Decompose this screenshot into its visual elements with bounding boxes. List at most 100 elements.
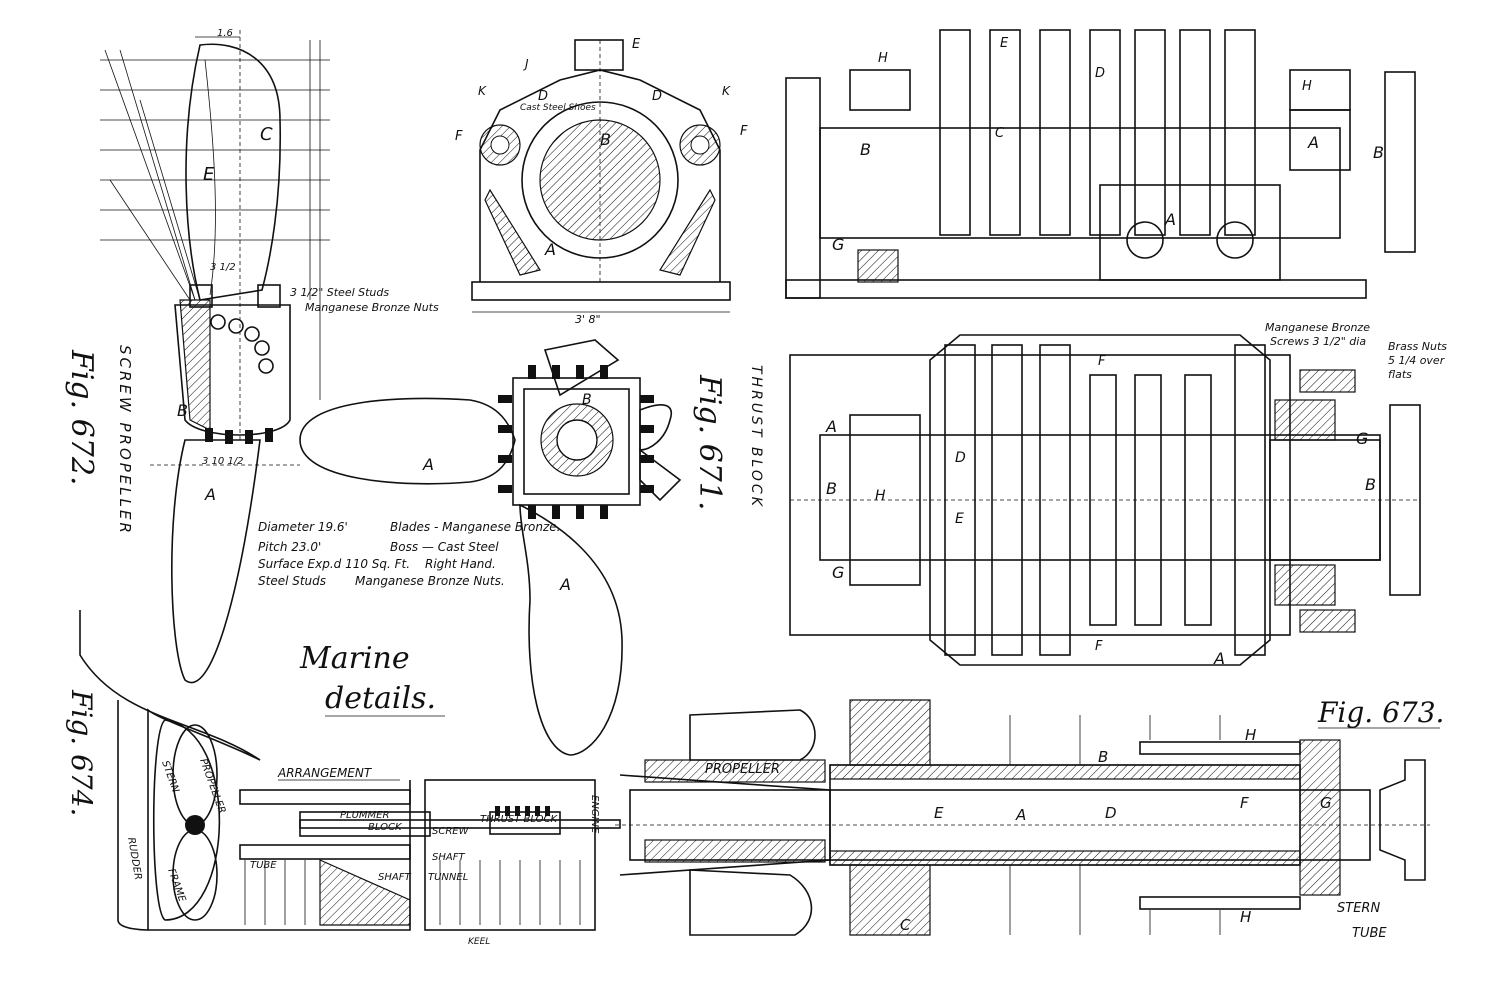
plan-label-e: E [955, 511, 964, 527]
plan-label-b: B [1365, 475, 1376, 494]
stern-label-a: A [1015, 806, 1026, 824]
spec-boss: Boss — Cast Steel [390, 540, 499, 554]
elev-label-a: A [1164, 210, 1176, 229]
thrust-label-d: D [538, 89, 548, 104]
arr-frame: FRAME [165, 867, 187, 904]
thrust-label-a: A [544, 240, 556, 259]
stern-label-h: H [1245, 726, 1256, 744]
boss-label-b: B [582, 392, 592, 408]
part-label-c: C [260, 124, 273, 145]
sheet-title-details: details. [325, 681, 436, 716]
elev-label-d: D [1095, 66, 1105, 81]
thrust-block-elevation [785, 29, 1416, 299]
arr-thrust-block: THRUST BLOCK [480, 814, 559, 825]
arr-rudder: RUDDER [125, 837, 143, 881]
nuts-over-note: 5 1/4 over [1388, 354, 1446, 367]
shafting-arrangement [79, 610, 621, 931]
arr-tube: TUBE [250, 860, 277, 871]
thrust-label-f: F [455, 129, 463, 144]
thrust-label-e: E [632, 37, 641, 52]
screws-note: Screws 3 1/2" dia [1270, 335, 1366, 348]
plan-label-f: F [1098, 354, 1106, 369]
dimension-label: 1.6 [217, 28, 233, 39]
stern-label-c: C [900, 916, 911, 934]
plan-label-f: F [1095, 639, 1103, 654]
figure-label-672: Fig. 672. [64, 349, 99, 485]
thrust-label-f: F [740, 124, 748, 139]
part-label-e: E [203, 164, 215, 185]
plan-label-b: B [826, 479, 837, 498]
figure-label-673: Fig. 673. [1317, 696, 1444, 729]
thrust-block-plan [789, 334, 1421, 666]
spec-hand: Right Hand. [425, 557, 496, 571]
stern-label-e: E [934, 804, 944, 822]
arr-shaft: SHAFT [378, 872, 411, 883]
nuts-flats-note: flats [1388, 368, 1412, 381]
dimension-label: 3 1/2 [210, 262, 236, 273]
arr-shaft: SHAFT [432, 852, 465, 863]
blade-label-a: A [559, 575, 571, 594]
stern-tube-caption: TUBE [1352, 926, 1387, 941]
part-label-a: A [204, 485, 216, 504]
dimension-label: 3 10 1/2 [202, 456, 244, 467]
base-dimension: 3' 8" [575, 313, 601, 326]
plan-label-a: A [1213, 649, 1225, 668]
stern-label-g: G [1320, 794, 1332, 812]
elev-label-h: H [1302, 79, 1312, 94]
plan-label-d: D [955, 450, 966, 466]
arr-screw: SCREW [432, 826, 470, 837]
stern-tube-section [615, 699, 1430, 936]
thrust-label-j: J [523, 57, 529, 71]
stern-label-d: D [1105, 804, 1117, 822]
elev-label-g: G [832, 235, 844, 254]
screw-propeller-front-view [299, 339, 682, 756]
figure-label-674: Fig. 674. [65, 689, 98, 816]
propeller-callout: PROPELLER [705, 762, 780, 777]
arr-block: BLOCK [368, 822, 403, 833]
spec-nuts: Manganese Bronze Nuts. [355, 574, 505, 588]
thrust-label-k: K [722, 84, 731, 98]
elev-label-h: H [878, 51, 888, 66]
figure-caption-screw-propeller: SCREW PROPELLER [116, 345, 134, 536]
elev-label-c: C [995, 126, 1005, 141]
thrust-label-k: K [478, 84, 487, 98]
sheet-title-marine: Marine [299, 641, 410, 676]
brass-nuts-note: Brass Nuts [1388, 340, 1447, 353]
spec-diameter: Diameter 19.6' [258, 520, 348, 534]
arr-engine: ENGINE [589, 795, 600, 834]
screw-propeller-side-view [100, 30, 330, 684]
elev-label-a: A [1307, 133, 1319, 152]
cast-steel-shoes-note: Cast Steel Shoes [520, 103, 596, 113]
figure-caption-thrust-block: THRUST BLOCK [748, 365, 764, 509]
stern-label-h: H [1240, 908, 1251, 926]
spec-pitch: Pitch 23.0' [258, 540, 321, 554]
blade-label-a: A [422, 455, 434, 474]
spec-surface: Surface Exp.d 110 Sq. Ft. [258, 557, 410, 571]
stud-note: 3 1/2" Steel Studs [290, 286, 389, 299]
elev-label-e: E [1000, 36, 1009, 51]
thrust-block-end-section [471, 39, 731, 313]
arr-plummer: PLUMMER [340, 810, 389, 821]
stern-tube-caption: STERN [1337, 901, 1380, 916]
plan-label-h: H [875, 488, 886, 504]
stern-label-b: B [1098, 748, 1108, 766]
plan-label-a: A [825, 417, 837, 436]
arr-tunnel: TUNNEL [428, 872, 468, 883]
propeller-specification: Diameter 19.6' Pitch 23.0' Surface Exp.d… [258, 520, 560, 588]
spec-blades: Blades - Manganese Bronze. [390, 520, 560, 534]
figure-label-671: Fig. 671. [692, 374, 727, 510]
spec-studs: Steel Studs [258, 574, 326, 588]
nut-note: Manganese Bronze Nuts [305, 301, 439, 314]
part-label-b: B [177, 401, 188, 420]
elev-label-b: B [1373, 143, 1384, 162]
manganese-bronze-note: Manganese Bronze [1265, 321, 1370, 334]
stern-label-f: F [1240, 794, 1249, 812]
arr-stern: STERN [159, 759, 181, 794]
arrangement-caption: ARRANGEMENT [277, 766, 373, 780]
arr-keel: KEEL [468, 937, 490, 947]
elev-label-b: B [860, 140, 871, 159]
thrust-label-d: D [652, 89, 662, 104]
plan-label-g: G [1356, 429, 1368, 448]
thrust-label-b: B [600, 130, 611, 149]
